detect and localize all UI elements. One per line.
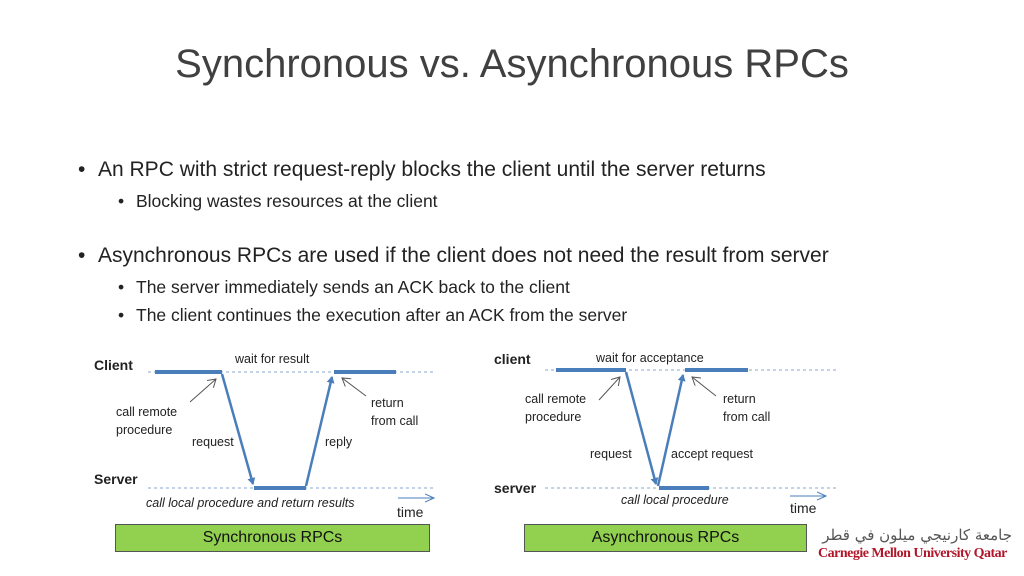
sync-wait-label: wait for result (234, 352, 310, 366)
sync-return-label-2: from call (371, 414, 418, 428)
async-caption: Asynchronous RPCs (591, 529, 740, 546)
cmu-qatar-logo: جامعة كارنيجي ميلون في قطر Carnegie Mell… (818, 526, 1012, 570)
bullet-dot: • (118, 305, 125, 325)
bullet-dot: • (78, 158, 86, 181)
async-call-label-2: procedure (525, 410, 581, 424)
async-accept-arrow (656, 374, 686, 487)
sync-call-label-2: procedure (116, 423, 172, 437)
sync-request-label: request (192, 435, 234, 449)
bullet-2: • Asynchronous RPCs are used if the clie… (78, 244, 829, 268)
async-return-label-2: from call (723, 410, 770, 424)
sync-return-pointer (342, 378, 367, 397)
sync-local-label: call local procedure and return results (146, 496, 354, 510)
logo-english-text: Carnegie Mellon University Qatar (818, 546, 1007, 561)
bullet-2-sub-2: • The client continues the execution aft… (118, 305, 628, 326)
bullet-1: • An RPC with strict request-reply block… (78, 158, 766, 182)
bullet-2-sub-1-text: The server immediately sends an ACK back… (136, 277, 570, 297)
sync-caption: Synchronous RPCs (202, 529, 343, 546)
sync-reply-label: reply (325, 435, 353, 449)
bullet-dot: • (78, 244, 86, 267)
slide-title: Synchronous vs. Asynchronous RPCs (175, 42, 849, 86)
sync-return-label-1: return (371, 396, 404, 410)
sync-request-arrow (220, 373, 256, 485)
async-request-label: request (590, 447, 632, 461)
bullet-1-sub-1: • Blocking wastes resources at the clien… (118, 191, 438, 212)
bullet-2-sub-1: • The server immediately sends an ACK ba… (118, 277, 570, 298)
bullet-1-sub-1-text: Blocking wastes resources at the client (136, 191, 438, 211)
async-caption-box: Asynchronous RPCs (524, 524, 807, 552)
async-client-label: client (494, 351, 531, 367)
async-return-pointer (692, 377, 717, 397)
async-accept-label: accept request (671, 447, 754, 461)
bullet-dot: • (118, 191, 125, 211)
bullet-1-text: An RPC with strict request-reply blocks … (98, 158, 766, 181)
async-time-label: time (790, 500, 817, 516)
async-wait-label: wait for acceptance (595, 351, 704, 365)
async-diagram: client server wait for acceptance call r… (494, 351, 838, 516)
sync-diagram: Client Server wait for result call remot… (94, 352, 435, 520)
async-return-label-1: return (723, 392, 756, 406)
bullet-2-sub-2-text: The client continues the execution after… (136, 305, 628, 325)
async-local-label: call local procedure (621, 493, 729, 507)
async-call-pointer (598, 377, 620, 401)
sync-server-label: Server (94, 471, 138, 487)
sync-reply-arrow (304, 376, 335, 487)
async-request-arrow (624, 371, 659, 485)
async-call-label-1: call remote (525, 392, 586, 406)
sync-client-label: Client (94, 357, 133, 373)
bullet-dot: • (118, 277, 125, 297)
bullet-2-text: Asynchronous RPCs are used if the client… (98, 244, 829, 267)
sync-time-label: time (397, 504, 424, 520)
sync-call-pointer (189, 379, 216, 403)
sync-caption-box: Synchronous RPCs (115, 524, 430, 552)
logo-arabic-text: جامعة كارنيجي ميلون في قطر (822, 526, 1012, 544)
async-server-label: server (494, 480, 537, 496)
sync-call-label-1: call remote (116, 405, 177, 419)
